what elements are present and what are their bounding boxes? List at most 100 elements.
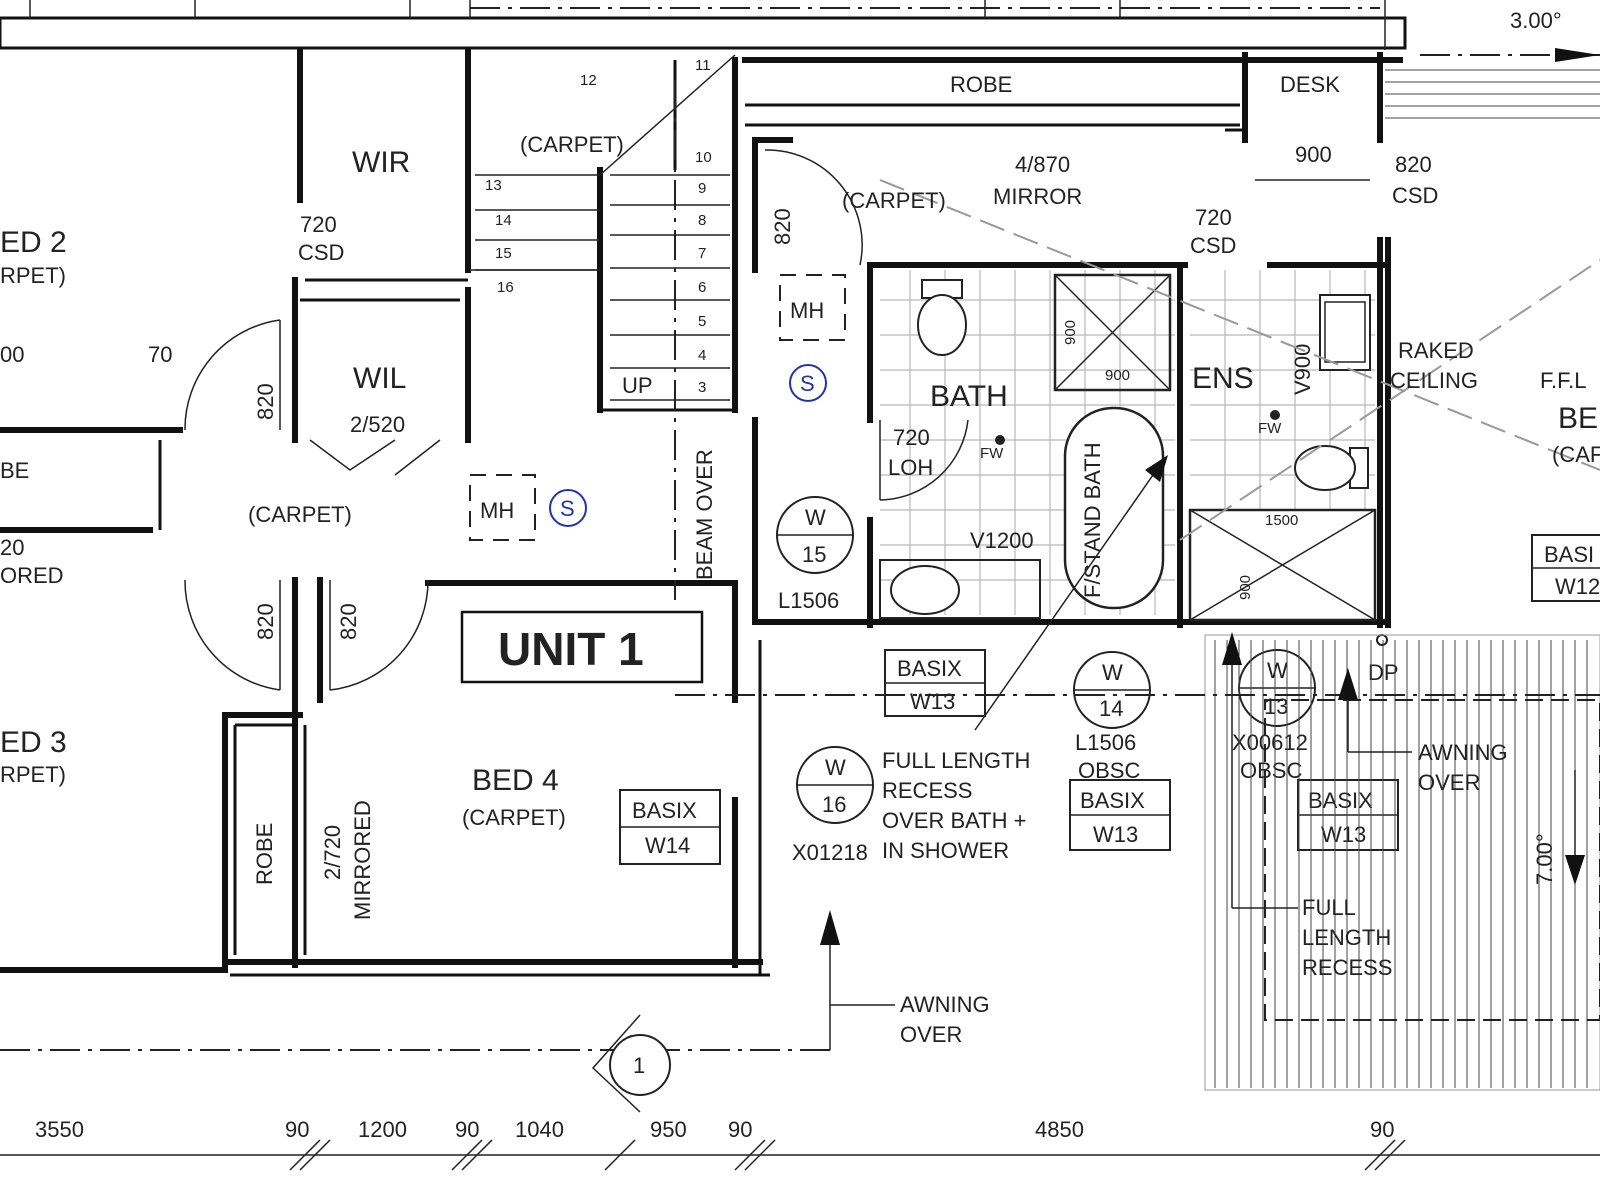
mirror: MIRROR <box>993 184 1082 209</box>
basix-w13-bath <box>884 649 986 717</box>
leader-recess <box>974 464 1161 731</box>
dim-bottom-90a: 90 <box>285 1117 309 1142</box>
wil-shelf: 2/520 <box>350 412 405 437</box>
room-bed4: BED 4 <box>472 764 559 797</box>
stair-step-11: 11 <box>695 57 711 74</box>
note-recess-3: OVER BATH + <box>882 808 1026 833</box>
section-marker <box>591 1014 671 1113</box>
basix-w13-mid <box>1069 779 1171 851</box>
bath-shower <box>1053 273 1172 392</box>
stair-step-15: 15 <box>495 245 512 262</box>
basix-w13-bath-label: BASIX <box>897 656 962 681</box>
room-ens: ENS <box>1192 362 1254 395</box>
dim-70: 70 <box>148 342 172 367</box>
basix-w13-mid-code: W13 <box>1093 822 1138 847</box>
window-w13-id: 13 <box>1264 694 1288 719</box>
manhole-landing <box>779 274 846 341</box>
note-awning-2: OVER <box>900 1022 962 1047</box>
window-w14-note: OBSC <box>1078 758 1140 783</box>
window-w14-tag: W <box>1102 660 1123 685</box>
carpet-bed4: (CARPET) <box>462 805 566 830</box>
stair-step-16: 16 <box>497 279 514 296</box>
mirror-count: 4/870 <box>1015 152 1070 177</box>
room-bed3: ED 3 <box>0 726 67 759</box>
dim-900-top: 900 <box>1295 142 1332 167</box>
room-wir: WIR <box>352 146 410 179</box>
down-pipe-icon <box>1376 634 1388 646</box>
stair-step-3: 3 <box>698 379 706 396</box>
carpet-landing: (CARPET) <box>842 188 946 213</box>
door-swings <box>184 149 969 691</box>
room-bed2-floor: RPET) <box>0 263 66 288</box>
basix-w13-bath-code: W13 <box>910 689 955 714</box>
walls <box>0 47 1403 977</box>
dimension-line-bottom <box>0 1139 1600 1171</box>
stair-step-4: 4 <box>698 347 706 364</box>
ens-shower <box>1188 508 1377 622</box>
basix-w13-right <box>1297 779 1399 851</box>
freestanding-bath <box>1063 406 1165 610</box>
manhole-hall <box>469 474 536 541</box>
stair-step-14: 14 <box>495 212 512 229</box>
manhole-hall-label: MH <box>480 498 514 523</box>
left-ored: ORED <box>0 563 64 588</box>
note-awning-ens-1: AWNING <box>1418 740 1508 765</box>
left-00: 00 <box>0 342 24 367</box>
pitch-arrow <box>1565 855 1585 885</box>
dim-bottom-90d: 90 <box>1370 1117 1394 1142</box>
awning-arrow-bed4 <box>820 910 840 945</box>
floor-waste-ens-label: FW <box>1258 420 1282 437</box>
mirrored-count: 2/720 <box>320 825 345 880</box>
ffl: F.F.L <box>1540 368 1586 393</box>
window-w14-id: 14 <box>1099 696 1123 721</box>
note-awning-1: AWNING <box>900 992 990 1017</box>
raked-ceiling-line-2 <box>1179 259 1600 541</box>
csd-ens: CSD <box>1190 233 1236 258</box>
awning-arrow-ens <box>1338 668 1358 700</box>
basix-w14-bed4-code: W14 <box>645 833 690 858</box>
door-820-bath: 820 <box>770 208 795 245</box>
note-recess-2: RECESS <box>882 778 972 803</box>
smoke-detector-landing: S <box>800 371 815 396</box>
door-820-hall-bottom: 820 <box>253 603 278 640</box>
basix-w13-mid-label: BASIX <box>1080 788 1145 813</box>
deck-hatch <box>1204 634 1600 1091</box>
room-wil: WIL <box>353 362 406 395</box>
window-w13-note: OBSC <box>1240 758 1302 783</box>
floor-waste-bath <box>995 435 1005 445</box>
stair-step-5: 5 <box>698 313 706 330</box>
smoke-detector-hall-icon <box>549 489 587 527</box>
shower-dim-b: 900 <box>1105 367 1130 384</box>
carpet-stair: (CARPET) <box>520 132 624 157</box>
unit-title-box <box>460 610 704 684</box>
dim-bottom-3550: 3550 <box>35 1117 84 1142</box>
top-wall <box>0 0 1600 119</box>
robe-left: ROBE <box>252 823 277 885</box>
mirrored: MIRRORED <box>350 800 375 920</box>
room-bed3-floor: RPET) <box>0 762 66 787</box>
window-w16-id: 16 <box>822 792 846 817</box>
window-w15 <box>776 496 854 574</box>
basix-partial-label: BASI <box>1544 542 1594 567</box>
csd-wir-width: 720 <box>300 212 337 237</box>
basix-w13-right-label: BASIX <box>1308 788 1373 813</box>
note-recess-1: FULL LENGTH <box>882 748 1030 773</box>
window-w13-tag: W <box>1267 658 1288 683</box>
smoke-detector-hall: S <box>560 496 575 521</box>
smoke-detector-landing-icon <box>789 364 827 402</box>
stair-step-12: 12 <box>580 72 597 89</box>
door-820-bed4: 820 <box>336 603 361 640</box>
basix-w14-bed4-label: BASIX <box>632 798 697 823</box>
door-820-hall-top: 820 <box>253 383 278 420</box>
window-w16-tag: W <box>825 755 846 780</box>
shower-dim-1500: 1500 <box>1265 512 1298 529</box>
floor-waste-bath-label: FW <box>980 445 1004 462</box>
dim-bottom-950: 950 <box>650 1117 687 1142</box>
roof-pitch-right: 7.00° <box>1532 833 1557 885</box>
stair-step-13: 13 <box>485 177 502 194</box>
bath-vanity <box>879 559 1041 619</box>
ens-toilet <box>1294 445 1369 491</box>
csd-right-width: 820 <box>1395 152 1432 177</box>
window-w14-code: L1506 <box>1075 730 1136 755</box>
